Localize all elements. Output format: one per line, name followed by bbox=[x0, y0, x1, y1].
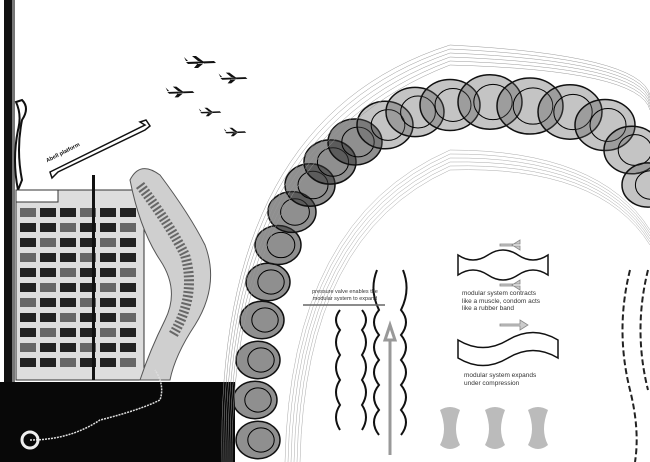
arrow-left-icon bbox=[499, 239, 521, 251]
ring bbox=[457, 74, 523, 130]
ground bbox=[0, 382, 235, 462]
aircraft bbox=[218, 72, 248, 84]
aircraft bbox=[198, 107, 222, 117]
ring bbox=[537, 84, 603, 140]
up-arrow bbox=[382, 320, 398, 455]
rope bbox=[29, 369, 163, 441]
aircraft-group bbox=[165, 56, 248, 137]
building bbox=[15, 175, 145, 381]
left-panel-photo bbox=[0, 0, 248, 462]
arrow-right-icon bbox=[499, 319, 529, 331]
curved-arrow-left bbox=[14, 98, 27, 194]
module-drawings bbox=[303, 239, 649, 462]
rope-coil bbox=[20, 430, 40, 450]
module-expanded bbox=[457, 331, 559, 367]
module-contracted bbox=[457, 249, 549, 281]
ring bbox=[245, 262, 291, 302]
module-column-2 bbox=[372, 269, 408, 436]
ring bbox=[496, 77, 564, 135]
ring bbox=[419, 78, 481, 132]
ring bbox=[235, 420, 281, 460]
platform-arrow bbox=[49, 119, 152, 180]
rendered-modules bbox=[440, 407, 548, 449]
module-column-1 bbox=[335, 309, 367, 431]
ring bbox=[239, 300, 285, 340]
ring bbox=[327, 118, 383, 166]
ring-arc-structure bbox=[221, 44, 650, 462]
vertical-pole bbox=[4, 0, 12, 385]
ring bbox=[232, 380, 278, 420]
tube-structure bbox=[129, 168, 212, 381]
ring bbox=[574, 98, 636, 152]
aircraft bbox=[223, 127, 247, 137]
contracts-note: modular system contracts like a muscle, … bbox=[462, 290, 541, 312]
ring bbox=[235, 340, 281, 380]
aircraft bbox=[165, 86, 195, 98]
module-column-right bbox=[621, 269, 649, 462]
ring bbox=[356, 100, 414, 150]
pressure-valve-note: pressure valve enables the modular syste… bbox=[312, 289, 378, 302]
expands-note: modular system expands under compression bbox=[464, 372, 537, 387]
ring bbox=[603, 125, 650, 175]
aircraft bbox=[184, 56, 216, 68]
arrow-left-icon bbox=[499, 279, 521, 291]
ring bbox=[621, 162, 650, 208]
